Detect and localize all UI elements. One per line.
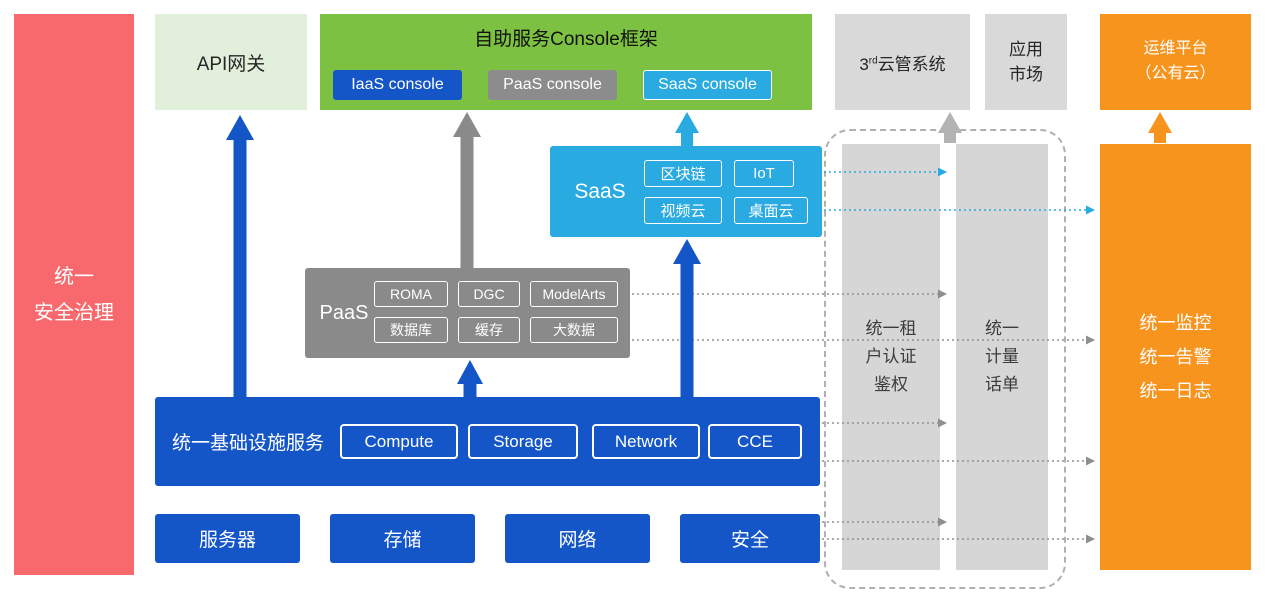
saas-console-chip: SaaS console	[643, 70, 772, 100]
iaas-console-chip: IaaS console	[333, 70, 462, 100]
hardware-server-box: 服务器	[155, 514, 300, 563]
hardware-security-box: 安全	[680, 514, 820, 563]
paas-item-database: 数据库	[374, 317, 448, 343]
third-party-cloud-mgmt-label: 3rd云管系统	[859, 54, 946, 74]
om-platform-box: 运维平台 （公有云）	[1100, 14, 1251, 110]
paas-box: PaaS ROMA DGC ModelArts 数据库 缓存 大数据	[305, 268, 630, 358]
monitoring-label: 统一监控 统一告警 统一日志	[1139, 312, 1212, 402]
console-frame-box: 自助服务Console框架 IaaS console PaaS console …	[320, 14, 812, 110]
console-frame-title: 自助服务Console框架	[474, 28, 658, 50]
paas-item-bigdata: 大数据	[530, 317, 618, 343]
arrow-monitoring-to-om-platform	[1148, 112, 1172, 143]
arrow-iaas-to-api-gateway	[226, 115, 254, 397]
saas-item-desktop-cloud: 桌面云	[734, 197, 808, 224]
paas-label: PaaS	[319, 301, 369, 324]
saas-item-iot: IoT	[734, 160, 794, 187]
iaas-item-network: Network	[592, 424, 700, 459]
tenant-auth-bar: 统一租 户认证 鉴权	[842, 144, 940, 570]
om-platform-label: 运维平台 （公有云）	[1135, 40, 1216, 82]
api-gateway-label: API网关	[196, 53, 266, 75]
app-market-box: 应用 市场	[985, 14, 1067, 110]
api-gateway-box: API网关	[155, 14, 307, 110]
monitoring-bar: 统一监控 统一告警 统一日志	[1100, 144, 1251, 570]
arrow-iaas-to-paas	[457, 360, 483, 397]
third-party-cloud-mgmt-box: 3rd云管系统	[835, 14, 970, 110]
iaas-box: 统一基础设施服务 Compute Storage Network CCE	[155, 397, 820, 486]
paas-item-roma: ROMA	[374, 281, 448, 307]
metering-billing-label: 统一 计量 话单	[985, 318, 1019, 395]
paas-item-cache: 缓存	[458, 317, 520, 343]
arrow-iaas-to-saas	[673, 239, 701, 397]
security-governance-bar: 统一 安全治理	[14, 14, 134, 575]
iaas-label: 统一基础设施服务	[171, 433, 324, 454]
saas-box: SaaS 区块链 IoT 视频云 桌面云	[550, 146, 822, 237]
paas-console-chip: PaaS console	[488, 70, 617, 100]
arrow-saas-to-console	[675, 112, 699, 146]
arrow-paas-to-console	[453, 112, 481, 268]
saas-label: SaaS	[574, 179, 626, 203]
saas-item-blockchain: 区块链	[644, 160, 722, 187]
hardware-network-box: 网络	[505, 514, 650, 563]
tenant-auth-label: 统一租 户认证 鉴权	[865, 318, 917, 395]
iaas-item-storage: Storage	[468, 424, 578, 459]
iaas-item-cce: CCE	[708, 424, 802, 459]
hardware-storage-box: 存储	[330, 514, 475, 563]
app-market-label: 应用 市场	[1009, 39, 1043, 85]
paas-item-dgc: DGC	[458, 281, 520, 307]
saas-item-video-cloud: 视频云	[644, 197, 722, 224]
iaas-item-compute: Compute	[340, 424, 458, 459]
security-governance-label: 统一 安全治理	[34, 265, 114, 324]
paas-item-modelarts: ModelArts	[530, 281, 618, 307]
metering-billing-bar: 统一 计量 话单	[956, 144, 1048, 570]
